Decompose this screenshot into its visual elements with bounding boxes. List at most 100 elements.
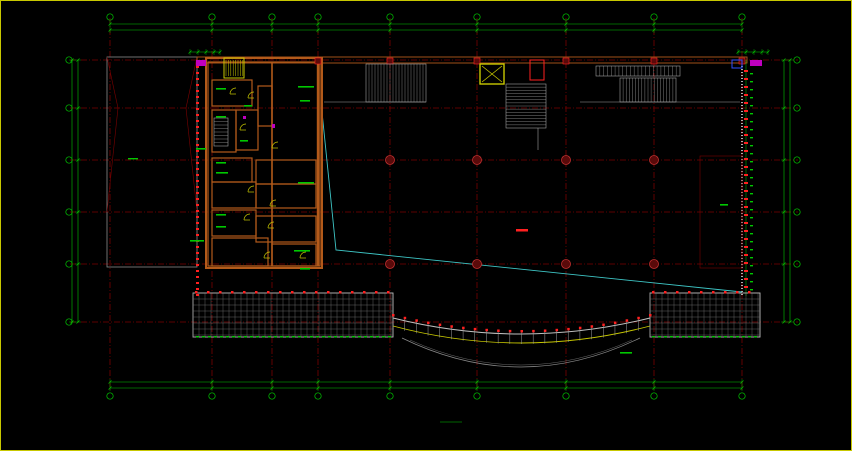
facade-tag bbox=[750, 161, 753, 163]
facade-anchor bbox=[196, 258, 199, 260]
axis-bubble bbox=[208, 392, 216, 400]
column-icon bbox=[649, 155, 659, 165]
facade-anchor bbox=[196, 162, 199, 164]
facade-tag bbox=[256, 336, 259, 338]
section-line bbox=[321, 111, 743, 293]
axis-bubble bbox=[793, 156, 801, 164]
core-room bbox=[207, 61, 321, 267]
axis-bubble bbox=[473, 392, 481, 400]
facade-anchor bbox=[196, 168, 199, 170]
facade-anchor bbox=[744, 78, 748, 80]
facade-anchor bbox=[555, 328, 559, 332]
axis-bubble bbox=[65, 156, 73, 164]
facade-tag bbox=[244, 336, 247, 338]
facade-anchor bbox=[520, 330, 523, 333]
facade-tag bbox=[730, 336, 733, 338]
column-icon bbox=[649, 259, 659, 269]
facade-tag bbox=[208, 336, 211, 338]
facade-tag bbox=[298, 336, 301, 338]
axis-bubble bbox=[386, 13, 394, 21]
axis-bubble bbox=[106, 392, 114, 400]
facade-tag bbox=[280, 336, 283, 338]
axis-bubble bbox=[793, 208, 801, 216]
facade-tag bbox=[736, 336, 739, 338]
facade-anchor bbox=[196, 192, 199, 194]
columns bbox=[314, 57, 746, 269]
core-room bbox=[211, 79, 253, 107]
facade-tag bbox=[750, 113, 753, 115]
facade-anchor bbox=[267, 291, 270, 294]
facade-tag bbox=[220, 336, 223, 338]
facade-anchor bbox=[196, 198, 199, 200]
facade-tag bbox=[750, 241, 753, 243]
facade-tag bbox=[334, 336, 337, 338]
facade-tag bbox=[310, 336, 313, 338]
canopy-arc bbox=[401, 337, 641, 368]
facade-tag bbox=[724, 336, 727, 338]
column-icon bbox=[561, 259, 571, 269]
facade-anchor bbox=[196, 228, 199, 230]
facade-anchor bbox=[744, 230, 748, 232]
facade-anchor bbox=[243, 291, 246, 294]
facade-anchor bbox=[196, 138, 199, 140]
facade-anchor bbox=[415, 319, 418, 322]
facade-anchor bbox=[602, 323, 605, 327]
facade-anchor bbox=[196, 174, 199, 176]
room-tag bbox=[216, 214, 226, 216]
room-tag bbox=[216, 226, 226, 228]
door-icon bbox=[263, 251, 271, 259]
facade-tag bbox=[382, 336, 385, 338]
axis-bubble bbox=[793, 104, 801, 112]
facade-tag bbox=[352, 336, 355, 338]
dimension-lines bbox=[69, 21, 793, 391]
facade-tag bbox=[750, 129, 753, 131]
axis-bubble bbox=[65, 104, 73, 112]
facade-tag bbox=[328, 336, 331, 338]
facade-anchor bbox=[712, 291, 715, 294]
facade-anchor bbox=[744, 86, 748, 88]
facade-anchor bbox=[497, 329, 500, 332]
column-icon bbox=[385, 259, 395, 269]
column-icon bbox=[562, 57, 570, 65]
axis-bubble bbox=[314, 13, 322, 21]
facade-anchor bbox=[543, 329, 547, 332]
facade-anchor bbox=[196, 222, 199, 224]
facade-anchor bbox=[291, 291, 294, 294]
column-icon bbox=[472, 155, 482, 165]
service-core bbox=[205, 57, 323, 269]
canopy-tag bbox=[620, 352, 632, 354]
facade-tag bbox=[286, 336, 289, 338]
facade-anchor bbox=[637, 316, 640, 320]
room-tag bbox=[216, 162, 226, 164]
door-icon bbox=[299, 251, 307, 259]
core-outer-wall bbox=[205, 57, 323, 269]
facade-tag bbox=[196, 336, 199, 338]
axis-bubble bbox=[793, 318, 801, 326]
room-tag bbox=[298, 182, 314, 184]
door-icon bbox=[229, 87, 237, 95]
facade-tag bbox=[676, 336, 679, 338]
facade-anchor bbox=[744, 174, 748, 176]
facade-anchor bbox=[744, 166, 748, 168]
core-room bbox=[271, 243, 317, 267]
facade-anchor bbox=[196, 102, 199, 104]
facade-anchor bbox=[744, 238, 748, 240]
axis-bubble bbox=[65, 208, 73, 216]
facade-anchor bbox=[207, 291, 210, 294]
shaft bbox=[529, 59, 545, 81]
facade-anchor bbox=[196, 78, 199, 80]
facade-tag bbox=[750, 97, 753, 99]
marker-magenta bbox=[243, 116, 246, 119]
axis-bubble bbox=[386, 392, 394, 400]
facade-anchor bbox=[744, 270, 748, 272]
facade-anchor bbox=[196, 288, 199, 290]
facade-tag bbox=[750, 265, 753, 267]
facade-anchor bbox=[744, 134, 748, 136]
facade-tag bbox=[376, 336, 379, 338]
door-icon bbox=[269, 199, 277, 207]
facade-tag bbox=[750, 121, 753, 123]
door-icon bbox=[271, 141, 279, 149]
annotations bbox=[128, 59, 762, 423]
facade-anchor bbox=[196, 96, 199, 98]
